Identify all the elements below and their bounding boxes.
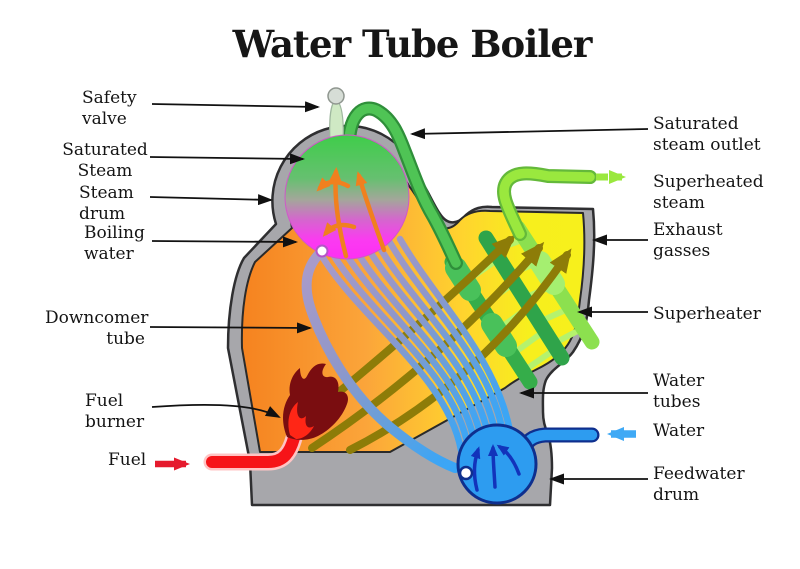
- label-fuel-burner: Fuel burner: [85, 391, 145, 432]
- burner-flame: [283, 363, 348, 440]
- boiling-water-arrow: [151, 236, 298, 248]
- superheated-steam-pipe: [496, 166, 597, 241]
- label-exhaust-gasses: Exhaust gasses: [653, 220, 723, 261]
- downcomer-inlet-port: [458, 465, 474, 481]
- label-water-tubes: Water tubes: [653, 371, 705, 412]
- label-steam-drum: Steam drum: [79, 183, 134, 224]
- label-superheated-steam: Superheated steam: [653, 172, 764, 213]
- label-fuel: Fuel: [108, 450, 147, 470]
- saturated-steam-arrow: [149, 153, 305, 165]
- label-superheater: Superheater: [653, 304, 761, 324]
- leader-arrows-left: [149, 101, 320, 418]
- saturated-outlet-arrow: [410, 128, 649, 140]
- label-safety-valve: Safety valve: [82, 88, 137, 129]
- safety-valve: [327, 87, 345, 143]
- saturated-steam-pipe: [342, 101, 463, 270]
- feedwater-drum: [456, 423, 538, 505]
- label-downcomer-tube: Downcomer tube: [45, 308, 149, 349]
- safety-valve-arrow: [151, 101, 320, 113]
- steam-drum: [284, 134, 410, 260]
- fuel-burner-arrow: [151, 404, 281, 418]
- circulation-arrows: [316, 167, 387, 259]
- leader-arrows-right: [410, 128, 649, 485]
- label-saturated-steam: Saturated Steam: [62, 140, 148, 181]
- label-water: Water: [653, 421, 705, 441]
- steam-drum-arrow: [149, 194, 273, 206]
- downcomer-port: [315, 244, 329, 258]
- page-title: Water Tube Boiler: [232, 22, 593, 66]
- feedwater-arrows: [470, 444, 521, 492]
- downcomer-tube: [301, 247, 460, 473]
- downcomer-arrow: [149, 322, 312, 334]
- label-boiling-water: Boiling water: [84, 223, 145, 264]
- water-tubes: [316, 235, 514, 454]
- label-saturated-steam-outlet: Saturated steam outlet: [653, 114, 761, 155]
- label-feedwater-drum: Feedwater drum: [653, 464, 745, 505]
